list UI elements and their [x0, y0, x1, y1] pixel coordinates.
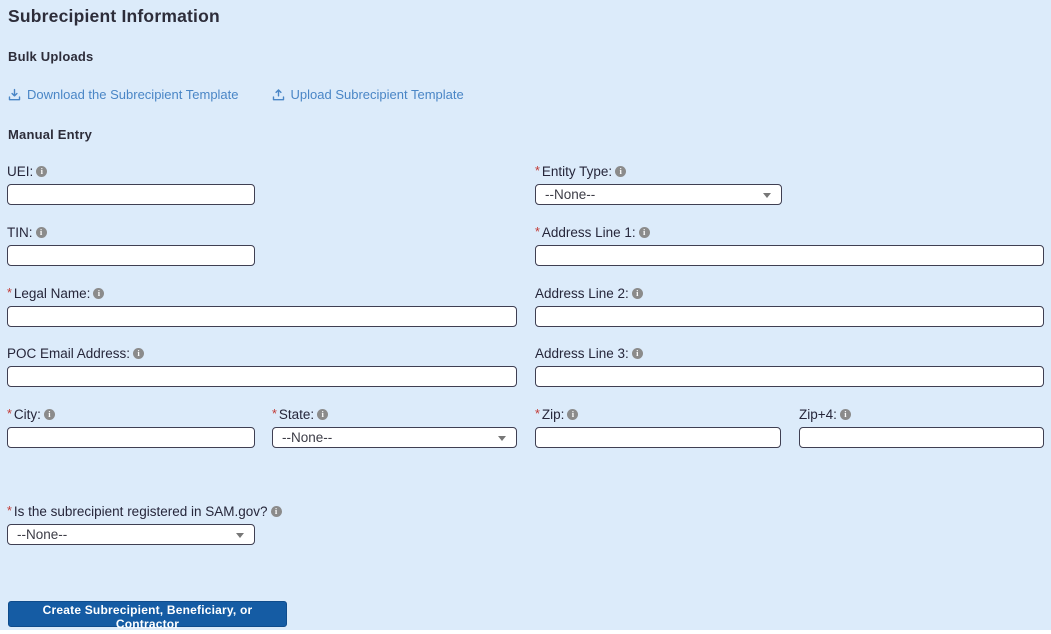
address-line-3-label: Address Line 3: i	[535, 346, 1044, 361]
info-icon[interactable]: i	[36, 166, 48, 177]
download-template-label: Download the Subrecipient Template	[27, 87, 239, 102]
address-line-1-label: * Address Line 1: i	[535, 225, 1044, 240]
field-uei: UEI: i	[7, 164, 255, 205]
entity-type-select[interactable]: --None--	[535, 184, 782, 205]
page-title: Subrecipient Information	[8, 6, 220, 26]
field-address-line-1: * Address Line 1: i	[535, 225, 1044, 266]
field-zip: * Zip: i	[535, 407, 781, 448]
info-icon[interactable]: i	[615, 166, 627, 177]
field-zip4: Zip+4: i	[799, 407, 1044, 448]
field-state: * State: i --None--	[272, 407, 517, 448]
info-icon[interactable]: i	[317, 409, 329, 420]
field-poc-email: POC Email Address: i	[7, 346, 517, 387]
poc-email-label: POC Email Address: i	[7, 346, 517, 361]
city-input[interactable]	[7, 427, 255, 448]
zip-label-text: Zip:	[541, 407, 565, 422]
state-label: * State: i	[272, 407, 517, 422]
download-template-link[interactable]: Download the Subrecipient Template	[8, 87, 239, 102]
sam-registered-label: * Is the subrecipient registered in SAM.…	[7, 504, 282, 519]
field-city: * City: i	[7, 407, 255, 448]
zip4-input[interactable]	[799, 427, 1044, 448]
required-marker: *	[535, 407, 540, 421]
state-label-text: State:	[278, 407, 315, 422]
field-entity-type: * Entity Type: i --None--	[535, 164, 782, 205]
upload-template-link[interactable]: Upload Subrecipient Template	[272, 87, 464, 102]
legal-name-input[interactable]	[7, 306, 517, 327]
required-marker: *	[7, 504, 12, 518]
download-icon	[8, 88, 21, 100]
address-line-2-input[interactable]	[535, 306, 1044, 327]
sam-registered-select[interactable]: --None--	[7, 524, 255, 545]
info-icon[interactable]: i	[839, 409, 851, 420]
sam-registered-label-text: Is the subrecipient registered in SAM.go…	[13, 504, 268, 519]
field-sam-registered: * Is the subrecipient registered in SAM.…	[7, 504, 282, 545]
required-marker: *	[7, 286, 12, 300]
info-icon[interactable]: i	[43, 409, 55, 420]
tin-label-text: TIN:	[7, 225, 33, 240]
address-line-2-label-text: Address Line 2:	[535, 286, 629, 301]
required-marker: *	[272, 407, 277, 421]
poc-email-input[interactable]	[7, 366, 517, 387]
info-icon[interactable]: i	[631, 288, 643, 299]
chevron-down-icon	[236, 533, 244, 538]
template-links-row: Download the Subrecipient Template Uploa…	[8, 87, 464, 102]
city-label-text: City:	[13, 407, 41, 422]
address-line-3-label-text: Address Line 3:	[535, 346, 629, 361]
uei-input[interactable]	[7, 184, 255, 205]
tin-input[interactable]	[7, 245, 255, 266]
entity-type-label-text: Entity Type:	[541, 164, 613, 179]
upload-template-label: Upload Subrecipient Template	[290, 87, 464, 102]
zip-label: * Zip: i	[535, 407, 781, 422]
field-tin: TIN: i	[7, 225, 255, 266]
bulk-uploads-heading: Bulk Uploads	[8, 49, 94, 64]
tin-label: TIN: i	[7, 225, 255, 240]
bottom-edge	[0, 630, 1051, 634]
state-select-value: --None--	[282, 430, 333, 445]
legal-name-label: * Legal Name: i	[7, 286, 517, 301]
create-subrecipient-button[interactable]: Create Subrecipient, Beneficiary, or Con…	[8, 601, 287, 631]
field-address-line-2: Address Line 2: i	[535, 286, 1044, 327]
info-icon[interactable]: i	[93, 288, 105, 299]
chevron-down-icon	[498, 436, 506, 441]
required-marker: *	[535, 225, 540, 239]
zip4-label: Zip+4: i	[799, 407, 1044, 422]
info-icon[interactable]: i	[133, 348, 145, 359]
upload-icon	[272, 88, 284, 100]
info-icon[interactable]: i	[631, 348, 643, 359]
field-legal-name: * Legal Name: i	[7, 286, 517, 327]
zip4-label-text: Zip+4:	[799, 407, 837, 422]
required-marker: *	[535, 164, 540, 178]
chevron-down-icon	[763, 193, 771, 198]
legal-name-label-text: Legal Name:	[13, 286, 91, 301]
uei-label: UEI: i	[7, 164, 255, 179]
state-select[interactable]: --None--	[272, 427, 517, 448]
required-marker: *	[7, 407, 12, 421]
field-address-line-3: Address Line 3: i	[535, 346, 1044, 387]
entity-type-select-value: --None--	[545, 187, 596, 202]
address-line-3-input[interactable]	[535, 366, 1044, 387]
uei-label-text: UEI:	[7, 164, 34, 179]
sam-registered-select-value: --None--	[17, 527, 68, 542]
city-label: * City: i	[7, 407, 255, 422]
info-icon[interactable]: i	[638, 227, 650, 238]
poc-email-label-text: POC Email Address:	[7, 346, 131, 361]
address-line-2-label: Address Line 2: i	[535, 286, 1044, 301]
manual-entry-heading: Manual Entry	[8, 127, 93, 142]
entity-type-label: * Entity Type: i	[535, 164, 782, 179]
info-icon[interactable]: i	[270, 506, 282, 517]
address-line-1-label-text: Address Line 1:	[541, 225, 636, 240]
info-icon[interactable]: i	[567, 409, 579, 420]
zip-input[interactable]	[535, 427, 781, 448]
address-line-1-input[interactable]	[535, 245, 1044, 266]
info-icon[interactable]: i	[35, 227, 47, 238]
